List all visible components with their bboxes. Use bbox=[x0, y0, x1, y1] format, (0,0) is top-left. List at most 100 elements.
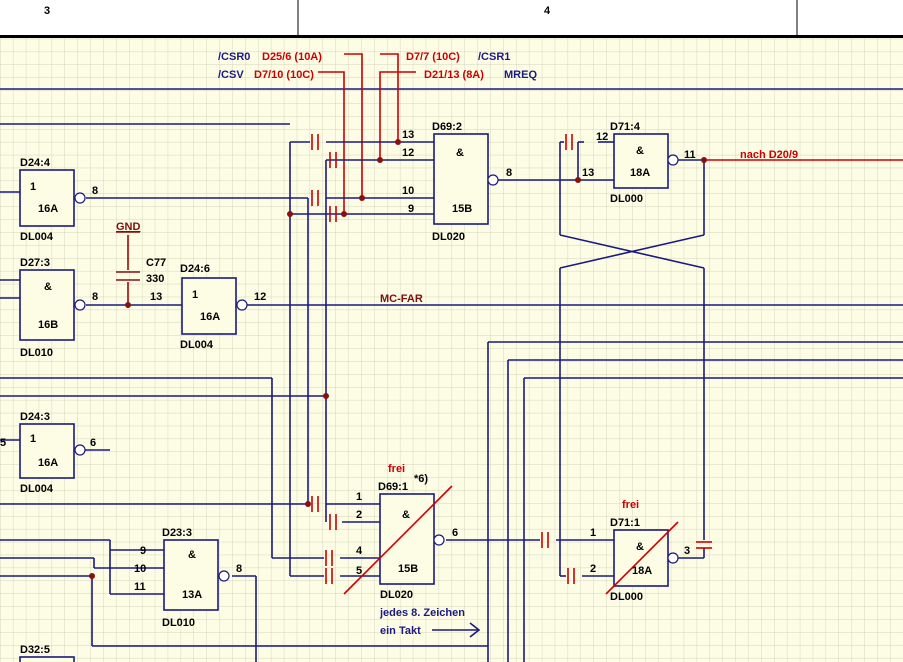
pin-label: 8 bbox=[506, 167, 512, 179]
gate-d32-5[interactable]: D32:5 bbox=[19, 644, 75, 662]
gate-id: D24:4 bbox=[20, 157, 51, 169]
gate-d69-2[interactable]: D69:2 & 15B DL020 13 12 10 9 8 bbox=[402, 121, 512, 243]
signal-csr1: /CSR1 bbox=[478, 51, 510, 63]
footnote-marker: *6) bbox=[414, 473, 428, 485]
gate-id: D71:1 bbox=[610, 517, 640, 529]
clock-note-line2: ein Takt bbox=[380, 625, 421, 637]
junction-dots bbox=[89, 139, 707, 579]
capacitor-value: 330 bbox=[146, 273, 164, 285]
gate-position: 16A bbox=[38, 203, 58, 215]
pin-label: 9 bbox=[408, 203, 414, 215]
gate-d71-1[interactable]: frei D71:1 & 18A DL000 1 2 3 bbox=[590, 499, 690, 603]
pin-label: 13 bbox=[150, 291, 162, 303]
gate-type: DL020 bbox=[380, 589, 413, 601]
gate-id: D24:6 bbox=[180, 263, 210, 275]
signal-d7-10: D7/10 (10C) bbox=[254, 69, 314, 81]
pin-label: 5 bbox=[356, 565, 362, 577]
signal-csv: /CSV bbox=[218, 69, 244, 81]
gate-position: 18A bbox=[632, 565, 652, 577]
gate-d71-4[interactable]: D71:4 & 18A DL000 12 13 11 bbox=[582, 121, 696, 205]
gate-position: 16A bbox=[38, 457, 58, 469]
signal-mc-far: MC-FAR bbox=[380, 293, 423, 305]
bus-lines bbox=[0, 88, 903, 662]
zone-label-right: 4 bbox=[544, 5, 551, 17]
signal-csr0: /CSR0 bbox=[218, 51, 250, 63]
signal-mreq: MREQ bbox=[504, 69, 537, 81]
gate-symbol: & bbox=[188, 549, 196, 561]
gate-type: DL010 bbox=[20, 347, 53, 359]
pin-label: 6 bbox=[90, 437, 96, 449]
gate-id: D24:3 bbox=[20, 411, 50, 423]
gate-d24-4[interactable]: D24:4 1 16A DL004 8 bbox=[19, 157, 98, 243]
signal-d21: D21/13 (8A) bbox=[424, 69, 484, 81]
pin-label: 2 bbox=[590, 563, 596, 575]
gate-position: 16B bbox=[38, 319, 58, 331]
clock-note: jedes 8. Zeichen ein Takt bbox=[379, 607, 481, 638]
pin-label: 11 bbox=[134, 581, 146, 593]
pin-label: 8 bbox=[236, 563, 242, 575]
pin-label: 6 bbox=[452, 527, 458, 539]
pin-label: 1 bbox=[590, 527, 596, 539]
gate-symbol: 1 bbox=[192, 289, 198, 301]
gate-type: DL004 bbox=[180, 339, 214, 351]
gate-d24-3[interactable]: D24:3 1 16A DL004 6 5 bbox=[0, 411, 96, 495]
gate-id: D69:2 bbox=[432, 121, 462, 133]
pin-label: 5 bbox=[0, 437, 6, 449]
pin-label: 13 bbox=[402, 129, 414, 141]
red-signal-wires bbox=[318, 53, 903, 214]
signal-d25: D25/6 (10A) bbox=[262, 51, 322, 63]
gate-type: DL010 bbox=[162, 617, 195, 629]
gate-d24-6[interactable]: D24:6 1 16A DL004 13 12 bbox=[150, 263, 266, 351]
coupling-capacitors bbox=[311, 134, 712, 584]
gate-position: 16A bbox=[200, 311, 220, 323]
pin-label: 10 bbox=[402, 185, 414, 197]
signal-gnd: GND bbox=[116, 221, 141, 233]
capacitor-name: C77 bbox=[146, 257, 166, 269]
gate-symbol: 1 bbox=[30, 181, 36, 193]
gate-type: DL020 bbox=[432, 231, 465, 243]
gate-d27-3[interactable]: D27:3 & 16B DL010 8 bbox=[19, 257, 98, 359]
gate-type: DL000 bbox=[610, 591, 643, 603]
unused-note: frei bbox=[388, 463, 405, 475]
gate-d23-3[interactable]: D23:3 & 13A DL010 9 10 11 8 bbox=[134, 527, 242, 629]
signal-labels: /CSR0 /CSV D25/6 (10A) D7/10 (10C) D7/7 … bbox=[116, 51, 798, 305]
gate-position: 13A bbox=[182, 589, 202, 601]
zone-label-left: 3 bbox=[44, 5, 50, 17]
gate-d69-1[interactable]: frei *6) D69:1 & 15B DL020 1 2 4 5 6 bbox=[343, 463, 458, 601]
gate-symbol: & bbox=[402, 509, 410, 521]
pin-label: 11 bbox=[684, 149, 696, 161]
pin-label: 12 bbox=[596, 131, 608, 143]
signal-d7-7: D7/7 (10C) bbox=[406, 51, 460, 63]
gate-id: D27:3 bbox=[20, 257, 50, 269]
pin-label: 12 bbox=[402, 147, 414, 159]
gate-type: DL004 bbox=[20, 231, 54, 243]
gate-symbol: & bbox=[44, 281, 52, 293]
gate-position: 18A bbox=[630, 167, 650, 179]
pin-label: 8 bbox=[92, 291, 98, 303]
gate-id: D71:4 bbox=[610, 121, 641, 133]
pin-label: 2 bbox=[356, 509, 362, 521]
gate-symbol: & bbox=[456, 147, 464, 159]
blue-wiring bbox=[0, 123, 903, 662]
pin-label: 4 bbox=[356, 545, 363, 557]
pin-label: 10 bbox=[134, 563, 146, 575]
arrow-right-icon bbox=[432, 622, 481, 638]
pin-label: 9 bbox=[140, 545, 146, 557]
unused-note: frei bbox=[622, 499, 639, 511]
gate-id: D32:5 bbox=[20, 644, 50, 656]
gate-symbol: 1 bbox=[30, 433, 36, 445]
gate-type: DL004 bbox=[20, 483, 54, 495]
drawing-frame: 3 4 bbox=[0, 0, 903, 38]
pin-label: 12 bbox=[254, 291, 266, 303]
gate-type: DL000 bbox=[610, 193, 643, 205]
pin-label: 1 bbox=[356, 491, 362, 503]
gate-symbol: & bbox=[636, 145, 644, 157]
pin-label: 13 bbox=[582, 167, 594, 179]
gate-symbol: & bbox=[636, 541, 644, 553]
signal-nach-d20: nach D20/9 bbox=[740, 149, 798, 161]
gate-position: 15B bbox=[452, 203, 472, 215]
capacitor-c77: C77 330 bbox=[146, 257, 166, 285]
clock-note-line1: jedes 8. Zeichen bbox=[379, 607, 465, 619]
gnd-wiring bbox=[116, 231, 140, 305]
